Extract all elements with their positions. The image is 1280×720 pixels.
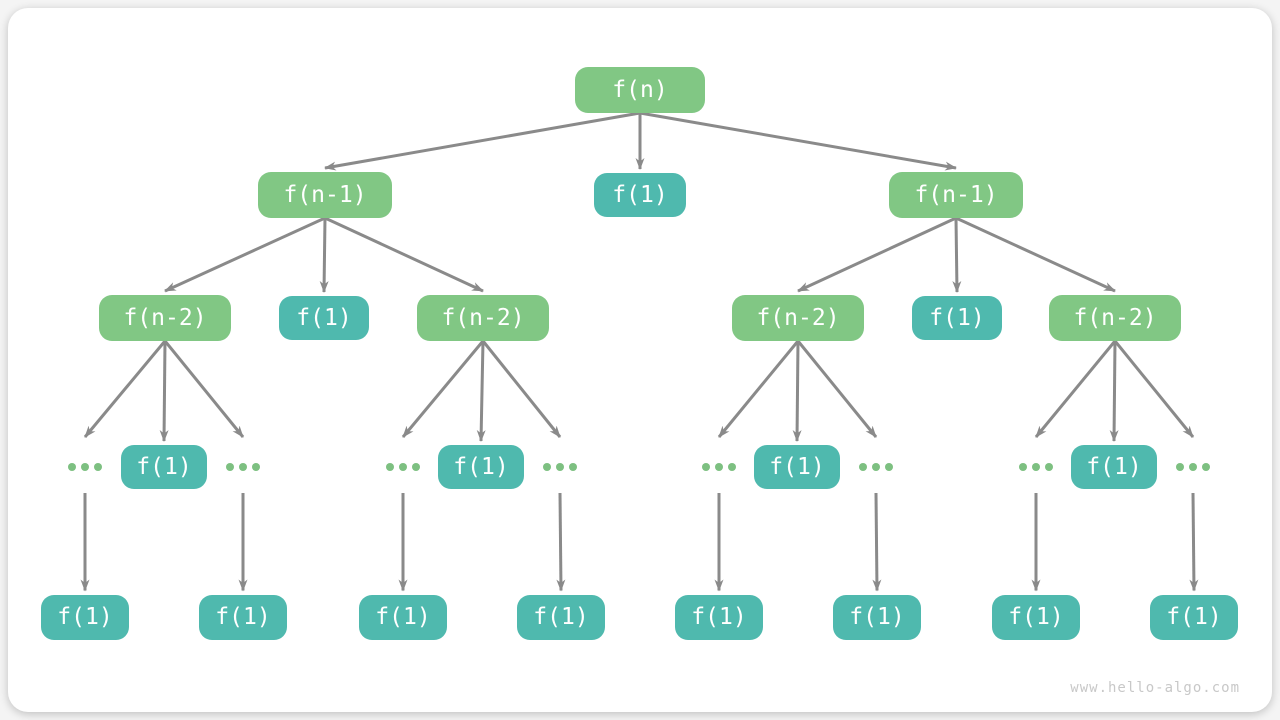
tree-node: f(1) — [121, 445, 207, 489]
tree-node: f(1) — [754, 445, 840, 489]
dot — [872, 463, 880, 471]
tree-node: f(1) — [438, 445, 524, 489]
ellipsis-dots — [383, 441, 423, 493]
dot — [252, 463, 260, 471]
dot — [1019, 463, 1027, 471]
dot — [81, 463, 89, 471]
dot — [859, 463, 867, 471]
ellipsis-dots — [65, 441, 105, 493]
dot — [1176, 463, 1184, 471]
ellipsis-dots — [223, 441, 263, 493]
tree-node: f(1) — [833, 594, 921, 640]
tree-node: f(n-2) — [732, 295, 864, 341]
tree-node: f(1) — [279, 296, 369, 340]
tree-node: f(1) — [1071, 445, 1157, 489]
tree-node: f(n) — [575, 67, 705, 113]
dot — [386, 463, 394, 471]
dot — [1189, 463, 1197, 471]
watermark: www.hello-algo.com — [1070, 680, 1240, 696]
ellipsis-dots — [1016, 441, 1056, 493]
dot — [94, 463, 102, 471]
tree-node: f(1) — [359, 594, 447, 640]
dot — [239, 463, 247, 471]
dot — [556, 463, 564, 471]
tree-node: f(1) — [1150, 594, 1238, 640]
dot — [68, 463, 76, 471]
tree-node: f(1) — [41, 594, 129, 640]
tree-node: f(1) — [912, 296, 1002, 340]
dot — [226, 463, 234, 471]
tree-node: f(n-1) — [258, 172, 392, 218]
tree-node: f(1) — [675, 594, 763, 640]
dot — [885, 463, 893, 471]
dot — [702, 463, 710, 471]
ellipsis-dots — [699, 441, 739, 493]
dot — [1202, 463, 1210, 471]
dot — [728, 463, 736, 471]
ellipsis-dots — [856, 441, 896, 493]
tree-node: f(n-2) — [417, 295, 549, 341]
tree-node: f(n-2) — [1049, 295, 1181, 341]
ellipsis-dots — [1173, 441, 1213, 493]
dot — [543, 463, 551, 471]
dot — [1045, 463, 1053, 471]
dot — [715, 463, 723, 471]
tree-node: f(1) — [594, 173, 686, 217]
dot — [399, 463, 407, 471]
tree-node: f(n-2) — [99, 295, 231, 341]
dot — [412, 463, 420, 471]
dot — [1032, 463, 1040, 471]
tree-node: f(1) — [992, 594, 1080, 640]
tree-node: f(1) — [517, 594, 605, 640]
dot — [569, 463, 577, 471]
tree-node: f(n-1) — [889, 172, 1023, 218]
tree-node: f(1) — [199, 594, 287, 640]
ellipsis-dots — [540, 441, 580, 493]
